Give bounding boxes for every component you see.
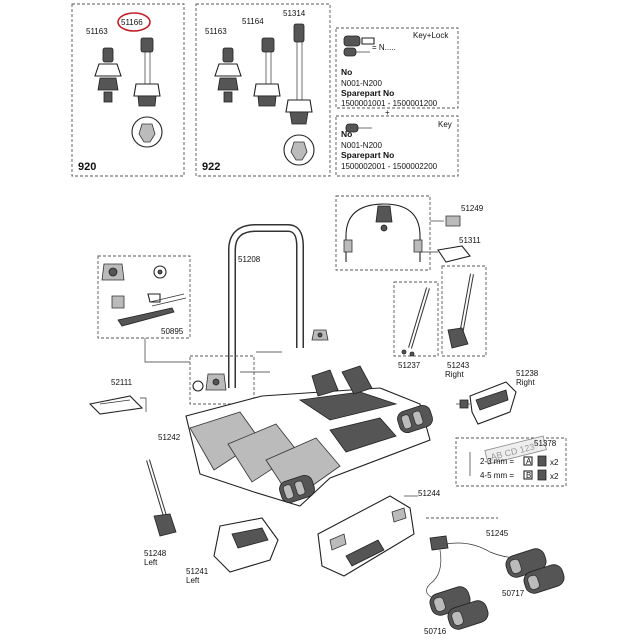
arm-51243-box: 51243 Right <box>441 265 487 379</box>
knob-part-51314 <box>283 23 315 166</box>
key-lock-eq: = N..... <box>372 43 396 52</box>
arm-51248: 51248 Left <box>144 459 177 567</box>
part-51248-label: 51248 <box>144 549 167 558</box>
kit-920-label: 920 <box>78 161 96 173</box>
part-51248-side: Left <box>144 558 158 567</box>
key-no-label: No <box>341 129 352 139</box>
key-sparepart-label: Sparepart No <box>341 150 394 160</box>
plate-row1: 2-3 mm = <box>480 457 514 466</box>
key-lock-icon <box>343 35 375 57</box>
part-51243-side: Right <box>445 370 464 379</box>
key-lock-range: N001-N200 <box>341 79 382 88</box>
kit-922-box: 51163 51164 51314 922 <box>195 3 331 177</box>
part-51244-label: 51244 <box>418 489 441 498</box>
cover-51241: 51241 Left <box>186 517 279 585</box>
part-51311-label: 51311 <box>459 236 481 245</box>
part-51249-label: 51249 <box>461 204 484 213</box>
plate-row1-mult: x2 <box>550 458 559 467</box>
carrier-light-right <box>397 404 433 434</box>
key-lock-no-label: No <box>341 67 352 77</box>
frame-51208: 51208 <box>228 224 304 388</box>
kit-922-part-51164-label: 51164 <box>242 17 264 26</box>
kit-920-box: 51163 51166 920 <box>71 3 185 177</box>
plate-row1-key: A <box>526 457 532 466</box>
part-51237-label: 51237 <box>398 361 421 370</box>
rear-light-pair-50717 <box>505 548 565 594</box>
key-lock-sparepart-label: Sparepart No <box>341 88 394 98</box>
carrier-light-left <box>279 474 315 504</box>
key-icon <box>345 123 372 133</box>
part-52111-label: 52111 <box>111 378 133 387</box>
plate-box-51378: AB CD 123 2-3 mm = A x2 4-5 mm = B x2 51… <box>455 435 567 487</box>
hardware-box: 50895 <box>97 255 191 339</box>
part-50716-label: 50716 <box>424 627 447 636</box>
plus-sign: + <box>385 108 390 117</box>
rear-light-pair-50716 <box>429 586 489 630</box>
key-lock-sparepart-numbers: 1500001001 - 1500001200 <box>341 99 438 108</box>
wiring-51245: 51245 50717 50716 <box>424 517 565 636</box>
part-51241-label: 51241 <box>186 567 209 576</box>
part-50717-label: 50717 <box>502 589 525 598</box>
plate-row2-key: B <box>526 471 531 480</box>
part-51238-label: 51238 <box>516 369 539 378</box>
plate-holder-51244: 51244 <box>317 489 441 577</box>
highlight-circle-51166 <box>117 12 151 32</box>
plate-row2-mult: x2 <box>550 472 559 481</box>
key-lock-title: Key+Lock <box>413 31 449 40</box>
part-51208-label: 51208 <box>238 255 261 264</box>
kit-920-part-51166-label: 51166 <box>121 18 143 27</box>
part-51241-side: Left <box>186 576 200 585</box>
plate-row2: 4-5 mm = <box>480 471 514 480</box>
kit-922-label: 922 <box>202 161 220 173</box>
kit-922-part-51163-label: 51163 <box>205 27 227 36</box>
knob-part-51163-b <box>214 47 242 103</box>
knob-part-51166 <box>131 37 163 148</box>
kit-922-part-51314-label: 51314 <box>283 9 306 18</box>
part-51243-label: 51243 <box>447 361 470 370</box>
key-sparepart-numbers: 1500002001 - 1500002200 <box>341 162 438 171</box>
key-lock-box: = N..... Key+Lock No N001-N200 Sparepart… <box>335 27 459 177</box>
kit-920-part-51163-label: 51163 <box>86 27 108 36</box>
part-51378-label: 51378 <box>534 439 557 448</box>
part-51242-label: 51242 <box>158 433 181 442</box>
knob-part-51163 <box>94 47 122 103</box>
part-51238-side: Right <box>516 378 535 387</box>
key-title: Key <box>438 120 452 129</box>
knob-part-51164 <box>253 37 281 107</box>
bike-carrier-body: 51242 <box>158 365 433 507</box>
arm-51237-box: 51237 <box>393 281 439 370</box>
key-range: N001-N200 <box>341 141 382 150</box>
cover-51238: 51238 Right <box>456 369 539 425</box>
handle-52111: 52111 <box>88 378 147 415</box>
knob-hardware <box>101 263 125 281</box>
part-50895-label: 50895 <box>161 327 184 336</box>
part-51245-label: 51245 <box>486 529 509 538</box>
arch-detail-box: 51249 51311 <box>335 195 484 271</box>
